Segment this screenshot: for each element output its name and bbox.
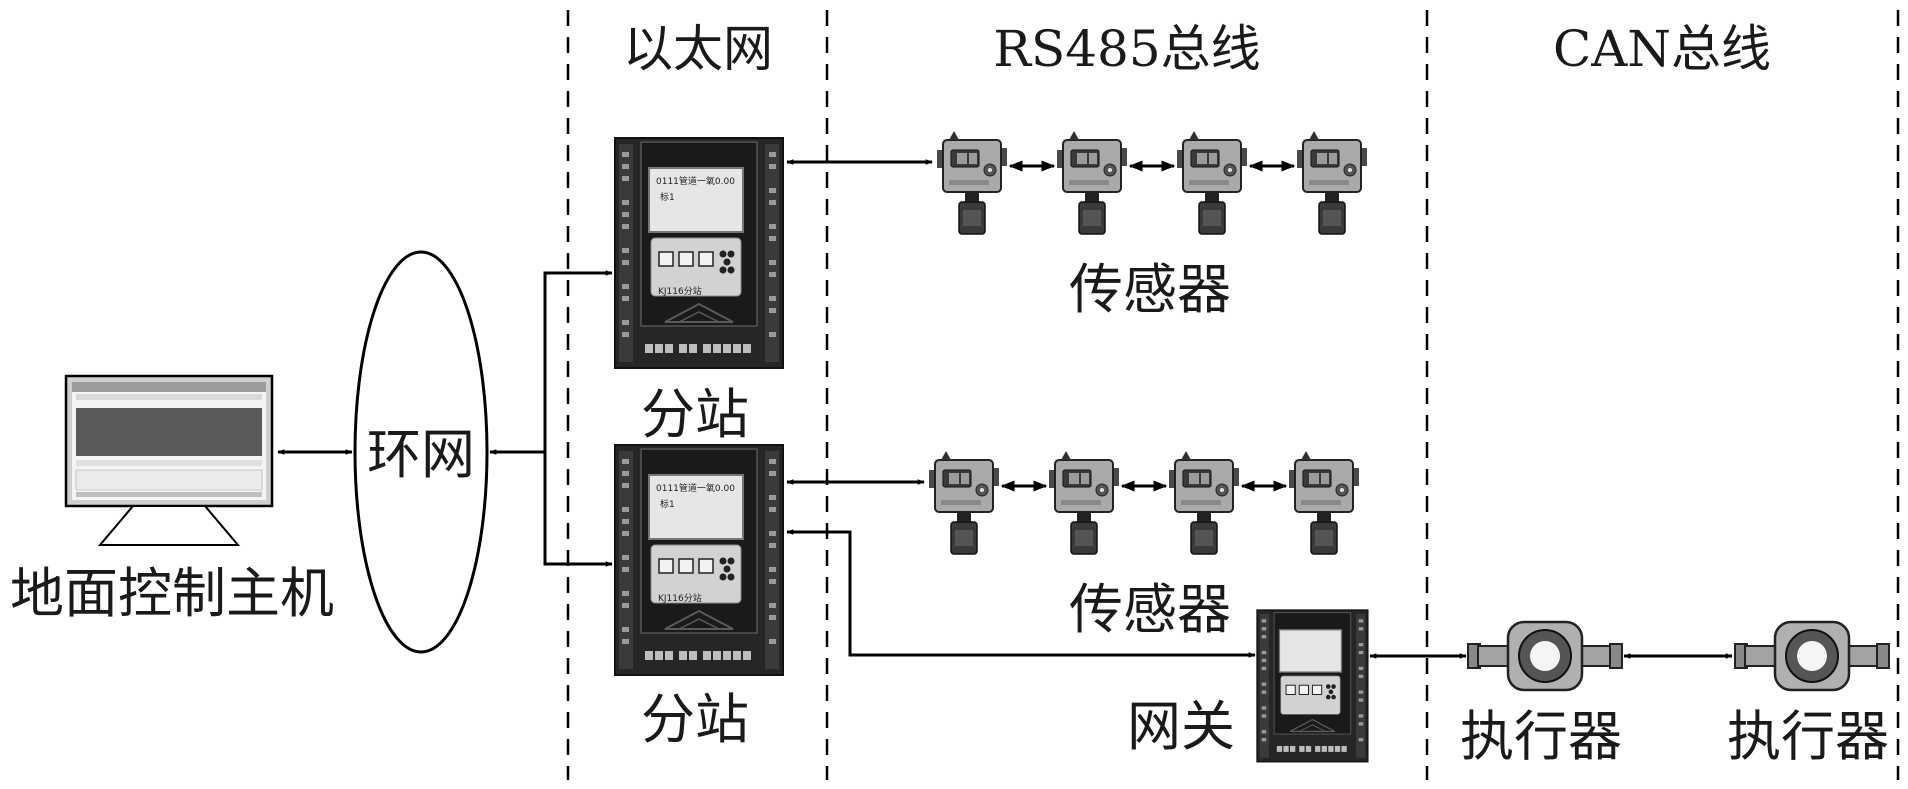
substation-gateway-link [786,529,1256,658]
host-label: 地面控制主机 [10,562,334,625]
gateway-label: 网关 [1127,695,1235,758]
actuator-icon [1733,620,1891,692]
sensor-icon [1168,450,1240,555]
substation-bottom-screen-line1: 0111管道一氧0.00 [656,482,735,494]
actuator-label-2: 执行器 [1727,705,1889,768]
actuator-label-1: 执行器 [1460,705,1622,768]
host-computer-icon [64,374,274,546]
sensor-icon [1048,450,1120,555]
header-can: CAN总线 [1553,20,1771,78]
substation-top-label: 分站 [641,383,749,446]
sensors-top-label: 传感器 [1069,258,1231,321]
substation-top-panel-text: KJ116分站 [658,285,702,297]
ring-substation-top-link [543,270,613,452]
header-rs485: RS485总线 [993,20,1260,78]
substation-bottom-screen-line2: 标1 [660,498,675,510]
substation-top-icon [614,137,784,369]
substation-bottom-label: 分站 [641,688,749,751]
sensors-bottom-label: 传感器 [1069,578,1231,641]
ring-network-ellipse [353,250,489,654]
sensor-icon [928,450,1000,555]
sensor-icon [1176,130,1248,235]
substation-bottom-panel-text: KJ116分站 [658,592,702,604]
sensor-icon [1056,130,1128,235]
sensor-icon [1288,450,1360,555]
ring-substation-bottom-link [543,452,613,567]
ring-network-label: 环网 [367,423,475,486]
substation-top-screen-line2: 标1 [660,191,675,203]
sensor-icon [1296,130,1368,235]
actuator-icon [1466,620,1624,692]
header-ethernet: 以太网 [623,20,773,78]
substation-top-screen-line1: 0111管道一氧0.00 [656,175,735,187]
sensor-icon [936,130,1008,235]
substation-bottom-icon [614,444,784,676]
gateway-icon [1256,609,1369,763]
